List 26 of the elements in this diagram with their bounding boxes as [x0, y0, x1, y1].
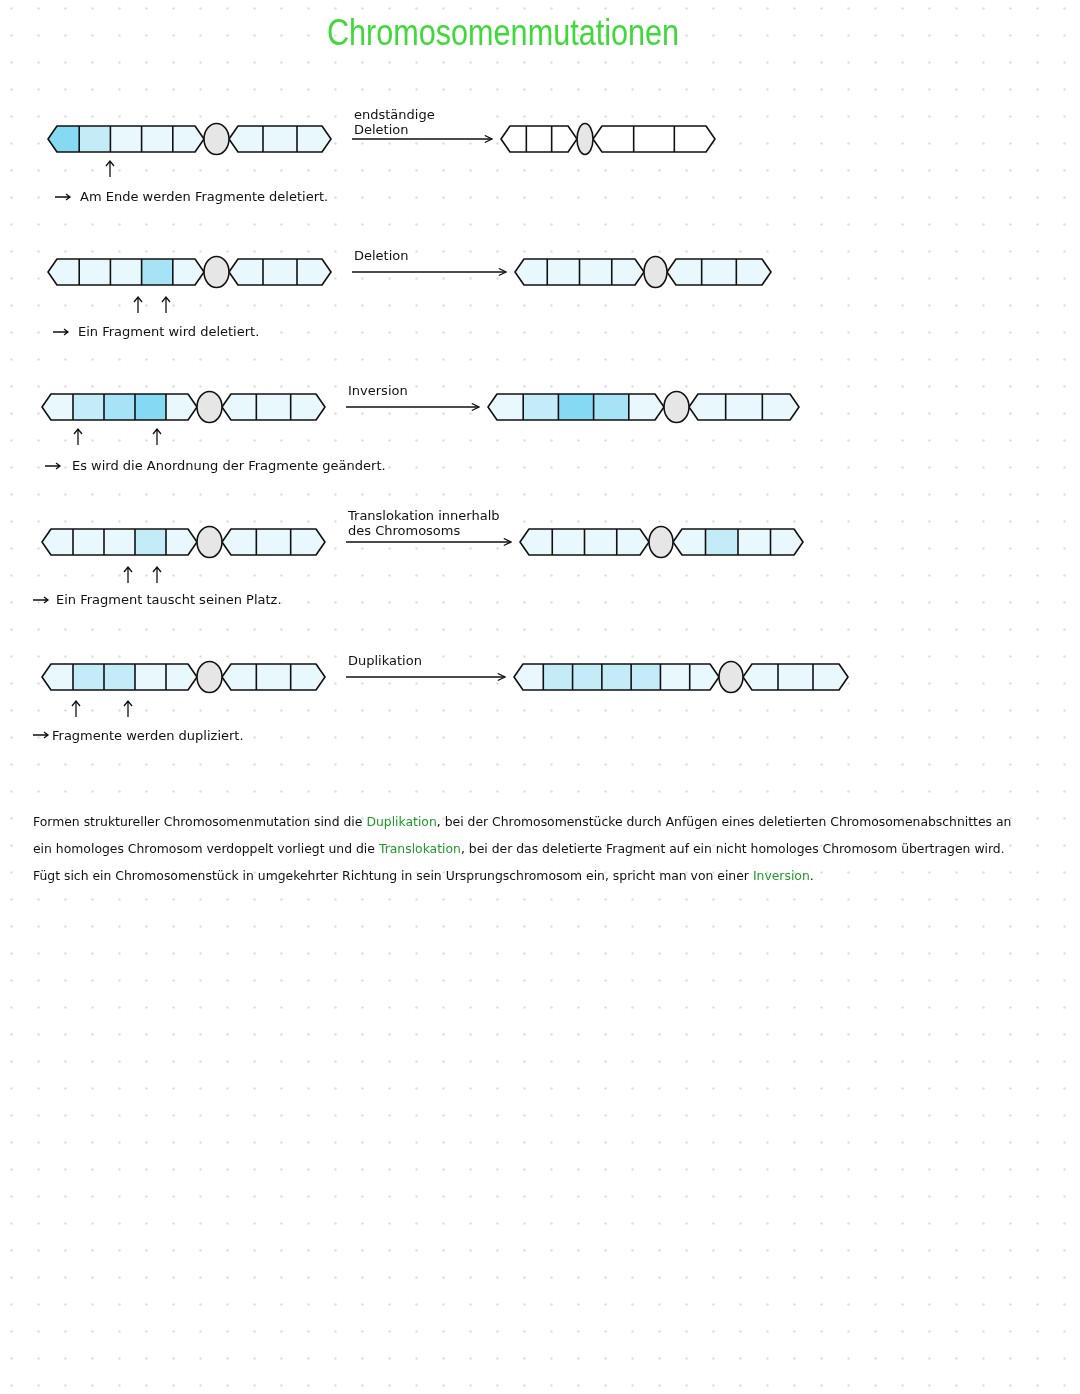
chromosome-drawing [41, 660, 326, 694]
note-text: Am Ende werden Fragmente deletiert. [80, 189, 329, 204]
chromosome-drawing [47, 255, 332, 289]
arrow [351, 267, 507, 277]
edge-label: Deletion [354, 248, 409, 263]
note-text: Fragmente werden dupliziert. [52, 728, 244, 743]
note-text: Es wird die Anordnung der Fragmente geändert. [72, 458, 386, 473]
chromosome-drawing [500, 122, 716, 156]
chromosome-drawing [487, 390, 800, 424]
note-text: Ein Fragment wird deletiert. [78, 324, 260, 339]
edge-label: Duplikation [348, 653, 422, 668]
arrow [345, 402, 480, 412]
chromosome-drawing [513, 660, 849, 694]
edge-label: endständige Deletion [354, 107, 474, 137]
chromosome-drawing [41, 390, 326, 424]
chromosome-drawing [41, 525, 326, 559]
arrow [351, 134, 493, 144]
title: Chromosomenmutationen [325, 12, 681, 54]
chromosome-drawing [47, 122, 332, 156]
chromosome-drawing [519, 525, 804, 559]
arrow [345, 672, 506, 682]
chromosome-drawing [514, 255, 772, 289]
edge-label: Inversion [348, 383, 408, 398]
note-text: Ein Fragment tauscht seinen Platz. [56, 592, 282, 607]
arrow [345, 537, 512, 547]
paragraph: Formen struktureller Chromosomenmutation sind die Duplikation, bei der Chromosomenstücke durch Anfügen eines deletierten Chromosomenabschnittes an ein homologes Chromosom verdoppelt vorliegt und die Translokation, bei der das deletierte Fragment auf ein nicht homologes Chromosom übertragen wird. Fügt sich ein Chromosomenstück in umgekehrter Richtung in sein Ursprungschromosom ein, spricht man von einer Inversion. [33, 813, 1013, 885]
